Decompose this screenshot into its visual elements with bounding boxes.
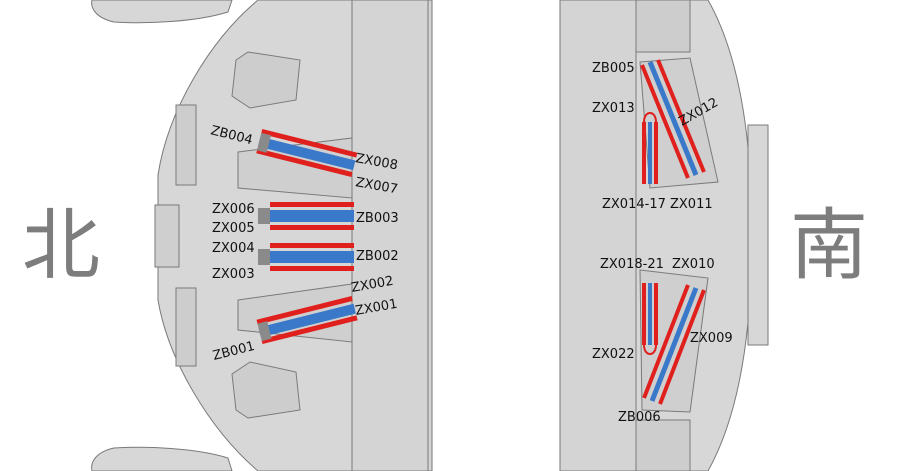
label-zx003: ZX003 bbox=[212, 267, 255, 282]
label-zb006: ZB006 bbox=[618, 410, 661, 425]
label-zx004: ZX004 bbox=[212, 241, 255, 256]
upper-niche bbox=[231, 51, 301, 109]
north-members bbox=[256, 128, 358, 344]
south-bottom-notch bbox=[635, 419, 691, 471]
lower-niche bbox=[231, 361, 301, 419]
top-left-lobe bbox=[91, 0, 233, 24]
side-slot-upper bbox=[175, 104, 197, 186]
label-zx008: ZX008 bbox=[354, 151, 399, 173]
label-zb003: ZB003 bbox=[356, 211, 399, 226]
label-zx011: ZX011 bbox=[670, 197, 713, 212]
side-slot-lower bbox=[175, 287, 197, 367]
label-zx009: ZX009 bbox=[690, 331, 733, 346]
label-zx014-17: ZX014-17 bbox=[602, 197, 666, 212]
north-label: 北 bbox=[22, 201, 100, 291]
label-zb005: ZB005 bbox=[592, 61, 635, 76]
label-zx013: ZX013 bbox=[592, 101, 635, 116]
south-left-wall bbox=[559, 0, 637, 471]
south-label: 南 bbox=[790, 201, 868, 291]
label-zx006: ZX006 bbox=[212, 202, 255, 217]
label-zx022: ZX022 bbox=[592, 347, 635, 362]
side-door bbox=[154, 204, 180, 268]
label-zx010: ZX010 bbox=[672, 257, 715, 272]
north-structure bbox=[91, 0, 433, 471]
label-zx002: ZX002 bbox=[350, 274, 395, 296]
north-wall bbox=[351, 0, 433, 471]
label-zx005: ZX005 bbox=[212, 221, 255, 236]
north-main-body bbox=[157, 0, 353, 471]
south-members bbox=[640, 59, 706, 405]
bottom-left-lobe bbox=[91, 446, 233, 471]
label-zx001: ZX001 bbox=[354, 297, 399, 319]
label-zx018-21: ZX018-21 bbox=[600, 257, 664, 272]
label-zx007: ZX007 bbox=[354, 175, 399, 197]
south-east-block bbox=[747, 124, 769, 346]
south-top-notch bbox=[635, 0, 691, 53]
label-zb002: ZB002 bbox=[356, 249, 399, 264]
